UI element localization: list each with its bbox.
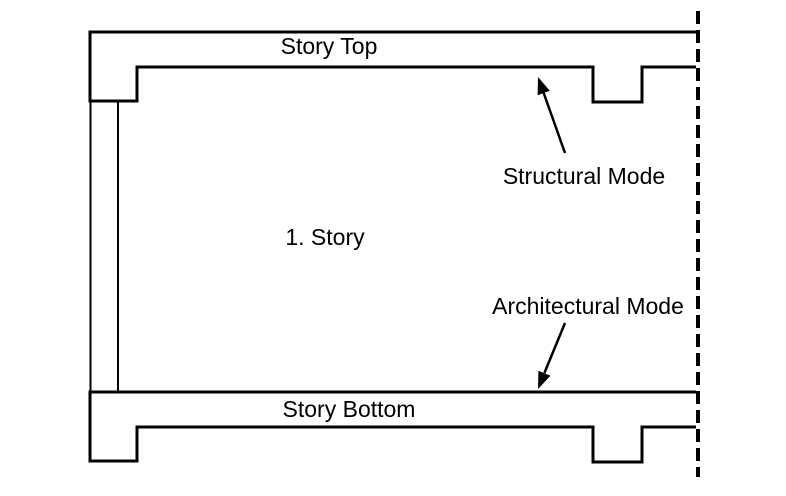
structural-mode-arrow-icon — [537, 77, 567, 154]
structural-mode-label: Structural Mode — [503, 163, 665, 189]
architectural-mode-arrow-shaft — [543, 322, 567, 374]
story-name-label: 1. Story — [285, 224, 365, 250]
bottom-slab-outline — [88, 390, 696, 464]
top-slab-outline — [88, 30, 696, 104]
structural-mode-arrow-shaft — [542, 92, 567, 154]
architectural-mode-arrow-icon — [538, 322, 567, 389]
structural-mode-arrowhead — [537, 77, 550, 96]
story-bottom-label: Story Bottom — [283, 396, 416, 422]
architectural-mode-arrowhead — [538, 370, 551, 389]
architectural-mode-label: Architectural Mode — [492, 293, 684, 319]
story-top-label: Story Top — [281, 33, 378, 59]
